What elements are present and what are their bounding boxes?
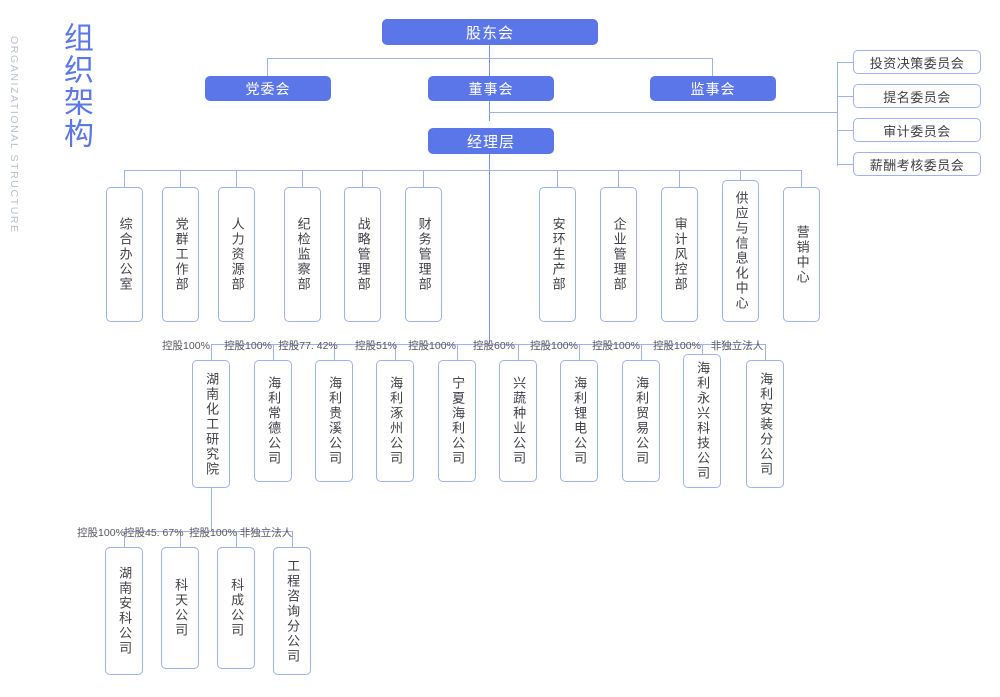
node-committee-audit[interactable]: 审计委员会 <box>853 118 981 142</box>
connector-sub-6 <box>579 344 580 360</box>
connector-dept-9 <box>740 170 741 187</box>
connector-supervisors-down <box>712 58 713 76</box>
subsub-stake-label-1: 控股45. 67% <box>124 527 184 539</box>
connector-subsub-bus <box>124 531 292 532</box>
connector-dept-2 <box>236 170 237 187</box>
node-sub-haili-trade[interactable]: 海利贸易公司 <box>622 360 660 482</box>
subsub-stake-label-2: 控股100% <box>189 527 237 539</box>
node-dept-human-resources[interactable]: 人力资源部 <box>218 187 255 322</box>
connector-committee-3 <box>837 164 853 165</box>
connector-subsidiaries-bus <box>211 344 765 345</box>
connector-subsub-3 <box>292 531 293 547</box>
connector-dept-7 <box>618 170 619 187</box>
node-board-of-directors[interactable]: 董事会 <box>428 76 554 101</box>
node-dept-discipline-inspection[interactable]: 纪检监察部 <box>284 187 321 322</box>
stake-label-3: 控股51% <box>354 340 397 352</box>
connector-sub-0 <box>211 344 212 360</box>
connector-sub-8 <box>702 344 703 360</box>
connector-committee-2 <box>837 130 853 131</box>
node-party-committee[interactable]: 党委会 <box>205 76 331 101</box>
connector-dept-1 <box>180 170 181 187</box>
node-dept-marketing-center[interactable]: 营销中心 <box>783 187 820 322</box>
connector-dept-6 <box>557 170 558 187</box>
connector-dept-0 <box>124 170 125 187</box>
node-sub-haili-changde[interactable]: 海利常德公司 <box>254 360 292 482</box>
node-dept-party-affairs[interactable]: 党群工作部 <box>162 187 199 322</box>
node-dept-finance-management[interactable]: 财务管理部 <box>405 187 442 322</box>
node-dept-safety-production[interactable]: 安环生产部 <box>539 187 576 322</box>
stake-label-2: 控股77. 42% <box>278 340 338 352</box>
connector-sub-2 <box>334 344 335 360</box>
node-sub-haili-yongxing-tech[interactable]: 海利永兴科技公司 <box>683 354 721 488</box>
connector-dept-4 <box>362 170 363 187</box>
stake-label-0: 控股100% <box>162 340 210 352</box>
node-sub-haili-lithium[interactable]: 海利锂电公司 <box>560 360 598 482</box>
stake-label-7: 控股100% <box>592 340 640 352</box>
connector-subsub-2 <box>236 531 237 547</box>
connector-dept-3 <box>302 170 303 187</box>
connector-sub-5 <box>518 344 519 360</box>
connector-dept-5 <box>423 170 424 187</box>
connector-level2-bus <box>267 58 713 59</box>
node-dept-supply-informatization[interactable]: 供应与信息化中心 <box>722 180 759 322</box>
node-sub-haili-zhuozhou[interactable]: 海利涿州公司 <box>376 360 414 482</box>
node-dept-enterprise-management[interactable]: 企业管理部 <box>600 187 637 322</box>
node-subsub-hunan-anke[interactable]: 湖南安科公司 <box>105 547 143 675</box>
node-subsub-kecheng[interactable]: 科成公司 <box>217 547 255 669</box>
node-sub-xingshu-seed[interactable]: 兴蔬种业公司 <box>499 360 537 482</box>
connector-committee-0 <box>837 62 853 63</box>
connector-sub-7 <box>641 344 642 360</box>
subsub-stake-label-3: 非独立法人 <box>239 527 293 539</box>
stake-label-5: 控股60% <box>472 340 515 352</box>
connector-party-down <box>267 58 268 76</box>
connector-sub-9 <box>765 344 766 360</box>
node-dept-strategy-management[interactable]: 战略管理部 <box>344 187 381 322</box>
stake-label-9: 非独立法人 <box>710 340 764 352</box>
connector-management-spine <box>489 154 490 344</box>
node-sub-haili-installation[interactable]: 海利安装分公司 <box>746 360 784 488</box>
node-committee-remuneration[interactable]: 薪酬考核委员会 <box>853 152 981 176</box>
node-sub-hunan-chem-institute[interactable]: 湖南化工研究院 <box>192 360 230 488</box>
node-subsub-ketian[interactable]: 科天公司 <box>161 547 199 669</box>
connector-institute-down <box>211 488 212 531</box>
node-management[interactable]: 经理层 <box>428 128 554 154</box>
connector-sub-1 <box>273 344 274 360</box>
node-sub-ningxia-haili[interactable]: 宁夏海利公司 <box>438 360 476 482</box>
node-shareholders[interactable]: 股东会 <box>382 19 598 45</box>
stake-label-4: 控股100% <box>408 340 456 352</box>
node-committee-nomination[interactable]: 提名委员会 <box>853 84 981 108</box>
node-dept-general-office[interactable]: 综合办公室 <box>106 187 143 322</box>
connector-board-to-committees <box>489 112 837 113</box>
node-board-of-supervisors[interactable]: 监事会 <box>650 76 776 101</box>
page-title: 组织架构 <box>59 22 92 150</box>
connector-committees-spine <box>837 62 838 166</box>
connector-committee-1 <box>837 96 853 97</box>
connector-dept-8 <box>679 170 680 187</box>
stake-label-8: 控股100% <box>653 340 701 352</box>
node-dept-audit-risk-control[interactable]: 审计风控部 <box>661 187 698 322</box>
subsub-stake-label-0: 控股100% <box>77 527 125 539</box>
connector-subsub-0 <box>124 531 125 547</box>
stake-label-1: 控股100% <box>224 340 272 352</box>
connector-sub-4 <box>457 344 458 360</box>
connector-sub-3 <box>395 344 396 360</box>
node-committee-investment[interactable]: 投资决策委员会 <box>853 50 981 74</box>
connector-departments-bus <box>124 170 802 171</box>
node-subsub-engineering-consulting[interactable]: 工程咨询分公司 <box>273 547 311 675</box>
node-sub-haili-guixi[interactable]: 海利贵溪公司 <box>315 360 353 482</box>
page-subtitle: ORGANIZATIONAL STRUCTURE <box>8 36 20 234</box>
connector-dept-10 <box>801 170 802 187</box>
stake-label-6: 控股100% <box>530 340 578 352</box>
connector-subsub-1 <box>180 531 181 547</box>
